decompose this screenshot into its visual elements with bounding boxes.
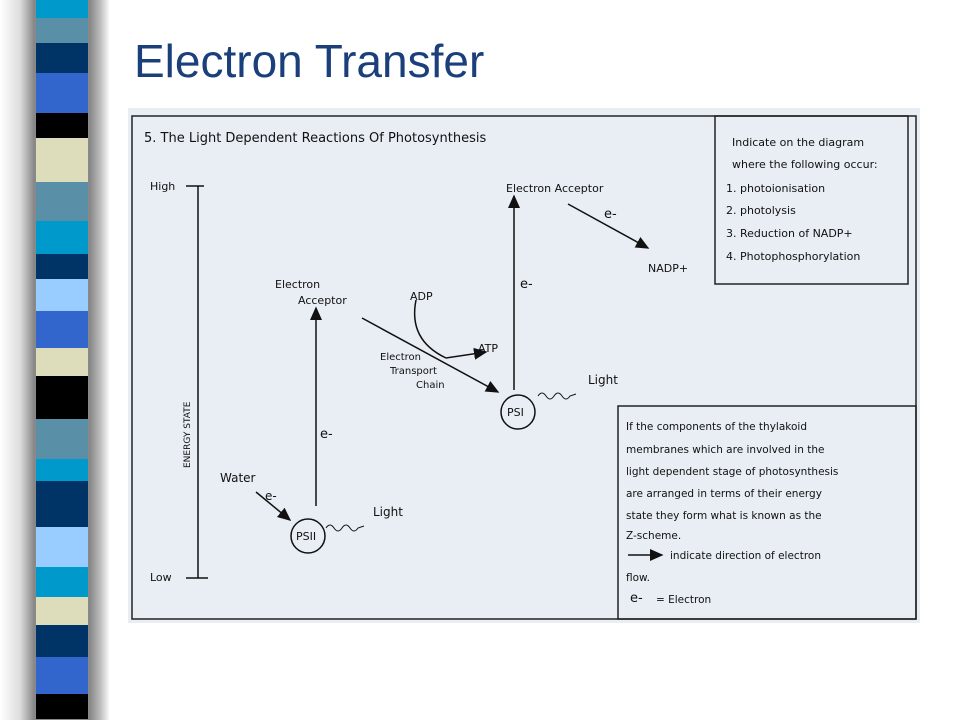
stripe — [36, 254, 88, 280]
info-line: Z-scheme. — [626, 530, 681, 542]
psii-label: PSII — [296, 530, 316, 543]
task-line: 3. Reduction of NADP+ — [726, 227, 853, 240]
axis-high: High — [150, 180, 175, 193]
z-scheme-diagram: 5. The Light Dependent Reactions Of Phot… — [128, 108, 920, 623]
acceptor-label: Acceptor — [298, 294, 347, 307]
stripe — [36, 481, 88, 528]
task-line: 4. Photophosphorylation — [726, 250, 860, 263]
water-label: Water — [220, 471, 256, 485]
axis-low: Low — [150, 571, 172, 584]
electron-label: e- — [604, 207, 617, 222]
adp-label: ADP — [410, 290, 433, 303]
slide-title: Electron Transfer — [134, 35, 485, 87]
task-line: Indicate on the diagram — [732, 136, 864, 149]
atp-label: ATP — [478, 342, 498, 355]
stripe — [36, 566, 88, 598]
stripe — [36, 376, 88, 420]
stripe — [36, 311, 88, 349]
info-line: If the components of the thylakoid — [626, 421, 807, 433]
light-label-psii: Light — [373, 505, 403, 519]
stripe — [36, 624, 88, 658]
stripe — [36, 348, 88, 377]
etc-label: Transport — [389, 366, 437, 377]
stripe — [36, 418, 88, 460]
legend-arrow-text: flow. — [626, 572, 650, 584]
stripe — [36, 113, 88, 139]
task-line: 2. photolysis — [726, 204, 796, 217]
stripe — [36, 0, 88, 19]
diagram-heading: 5. The Light Dependent Reactions Of Phot… — [144, 131, 486, 146]
stripe — [36, 221, 88, 255]
info-line: state they form what is known as the — [626, 510, 822, 522]
stripe — [36, 656, 88, 695]
electron-label: e- — [520, 277, 533, 292]
stripe — [36, 458, 88, 482]
legend-electron-symbol: e- — [630, 591, 643, 606]
stripe — [36, 279, 88, 312]
task-line: 1. photoionisation — [726, 182, 825, 195]
electron-label: e- — [265, 489, 277, 503]
decorative-stripe-bar — [36, 0, 88, 720]
stripe — [36, 182, 88, 222]
info-line: are arranged in terms of their energy — [626, 488, 822, 500]
nadp-label: NADP+ — [648, 262, 688, 275]
etc-label: Electron — [380, 352, 421, 363]
legend-arrow-text: indicate direction of electron — [670, 550, 821, 562]
stripe — [36, 694, 88, 720]
info-line: light dependent stage of photosynthesis — [626, 466, 838, 478]
legend-electron-def: = Electron — [656, 594, 711, 606]
info-line: membranes which are involved in the — [626, 444, 824, 456]
etc-label: Chain — [416, 380, 445, 391]
stripe — [36, 597, 88, 626]
stripe — [36, 138, 88, 183]
stripe — [36, 73, 88, 114]
acceptor-label: Electron — [275, 278, 320, 291]
stripe — [36, 526, 88, 568]
acceptor-label: Electron Acceptor — [506, 182, 604, 195]
axis-label: ENERGY STATE — [183, 401, 193, 468]
light-label-psi: Light — [588, 373, 618, 387]
stripe — [36, 42, 88, 74]
stripe — [36, 17, 88, 44]
task-line: where the following occur: — [732, 158, 878, 171]
electron-label: e- — [320, 427, 333, 442]
psi-label: PSI — [507, 406, 524, 419]
